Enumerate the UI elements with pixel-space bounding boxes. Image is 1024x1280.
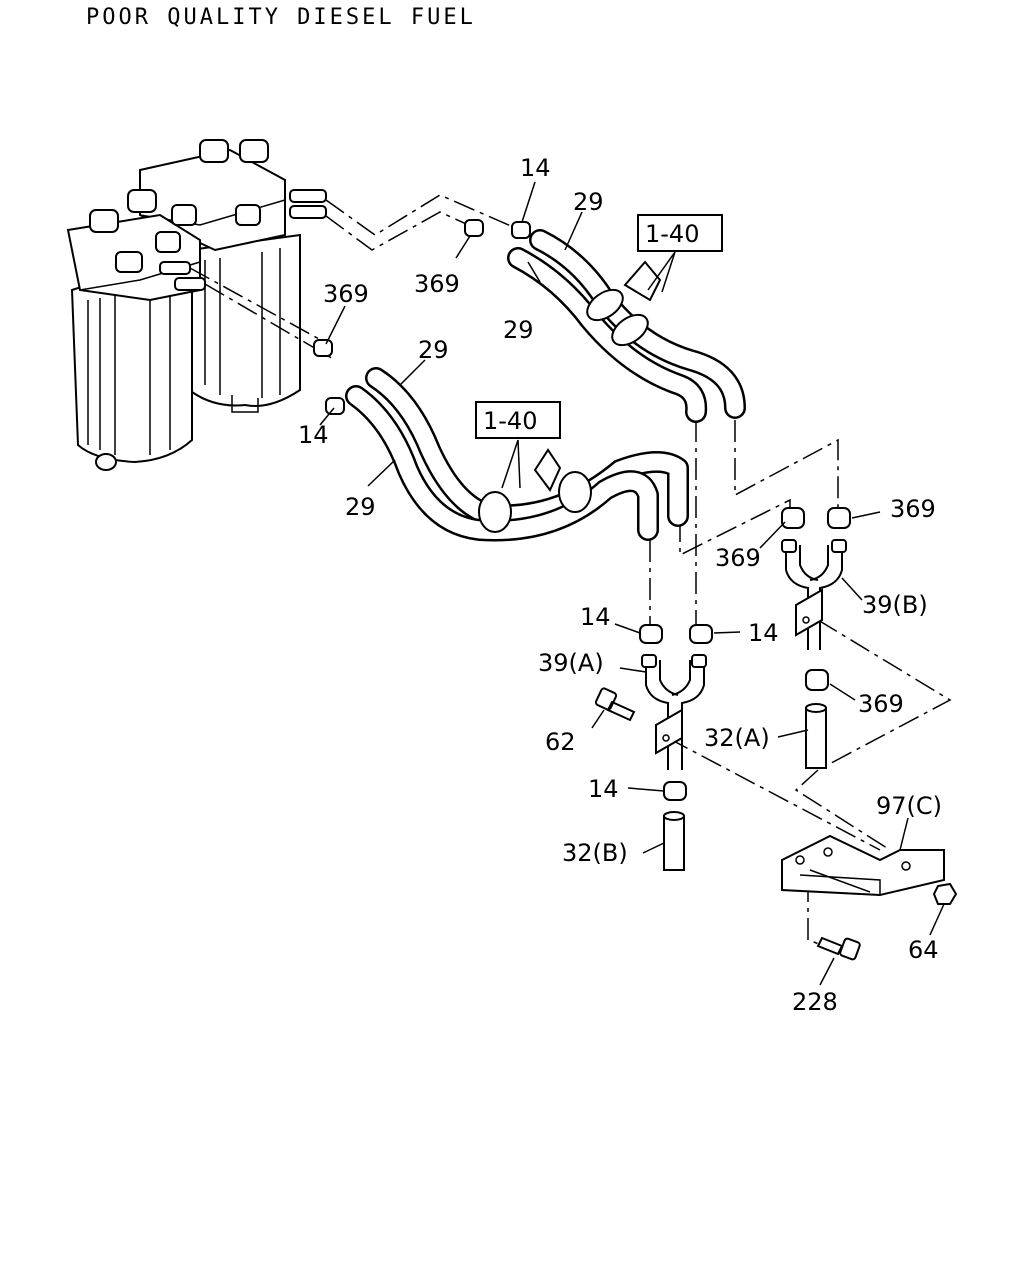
y-pipe-39b (781, 539, 847, 650)
ref-label-1-40-mid: 1-40 (483, 407, 537, 435)
callout-29-mid: 29 (418, 336, 449, 364)
callout-14-top: 14 (520, 154, 551, 182)
callout-62: 62 (545, 728, 576, 756)
leader-lines (319, 181, 945, 986)
callout-14-left: 14 (298, 421, 329, 449)
callout-14-low: 14 (588, 775, 619, 803)
bracket-97c (781, 834, 958, 961)
callout-369-right-c: 369 (858, 690, 904, 718)
y-pipe-39a (641, 654, 707, 770)
callout-29-top-a: 29 (573, 188, 604, 216)
diagram-title: POOR QUALITY DIESEL FUEL (86, 5, 476, 30)
callout-228: 228 (792, 988, 838, 1016)
callout-97c: 97(C) (876, 792, 942, 820)
fuel-hoses (345, 229, 746, 542)
bolt-62 (594, 687, 636, 722)
ref-box-mid (475, 401, 561, 439)
callout-39b: 39(B) (862, 591, 928, 619)
ref-box-top (637, 214, 723, 252)
hose-clamps (313, 219, 851, 801)
callout-369-left: 369 (323, 280, 369, 308)
callout-369-right-a: 369 (890, 495, 936, 523)
callout-14-mid-b: 14 (748, 619, 779, 647)
callout-64: 64 (908, 936, 939, 964)
ref-label-1-40-top: 1-40 (645, 220, 699, 248)
callout-32b: 32(B) (562, 839, 628, 867)
callout-369-right-b: 369 (715, 544, 761, 572)
callout-39a: 39(A) (538, 649, 604, 677)
callout-29-top-b: 29 (503, 316, 534, 344)
callout-29-low: 29 (345, 493, 376, 521)
fuel-filter-assembly (66, 139, 327, 471)
callout-32a: 32(A) (704, 724, 770, 752)
pipes-32 (663, 703, 827, 871)
callout-14-mid-a: 14 (580, 603, 611, 631)
callout-369-top: 369 (414, 270, 460, 298)
